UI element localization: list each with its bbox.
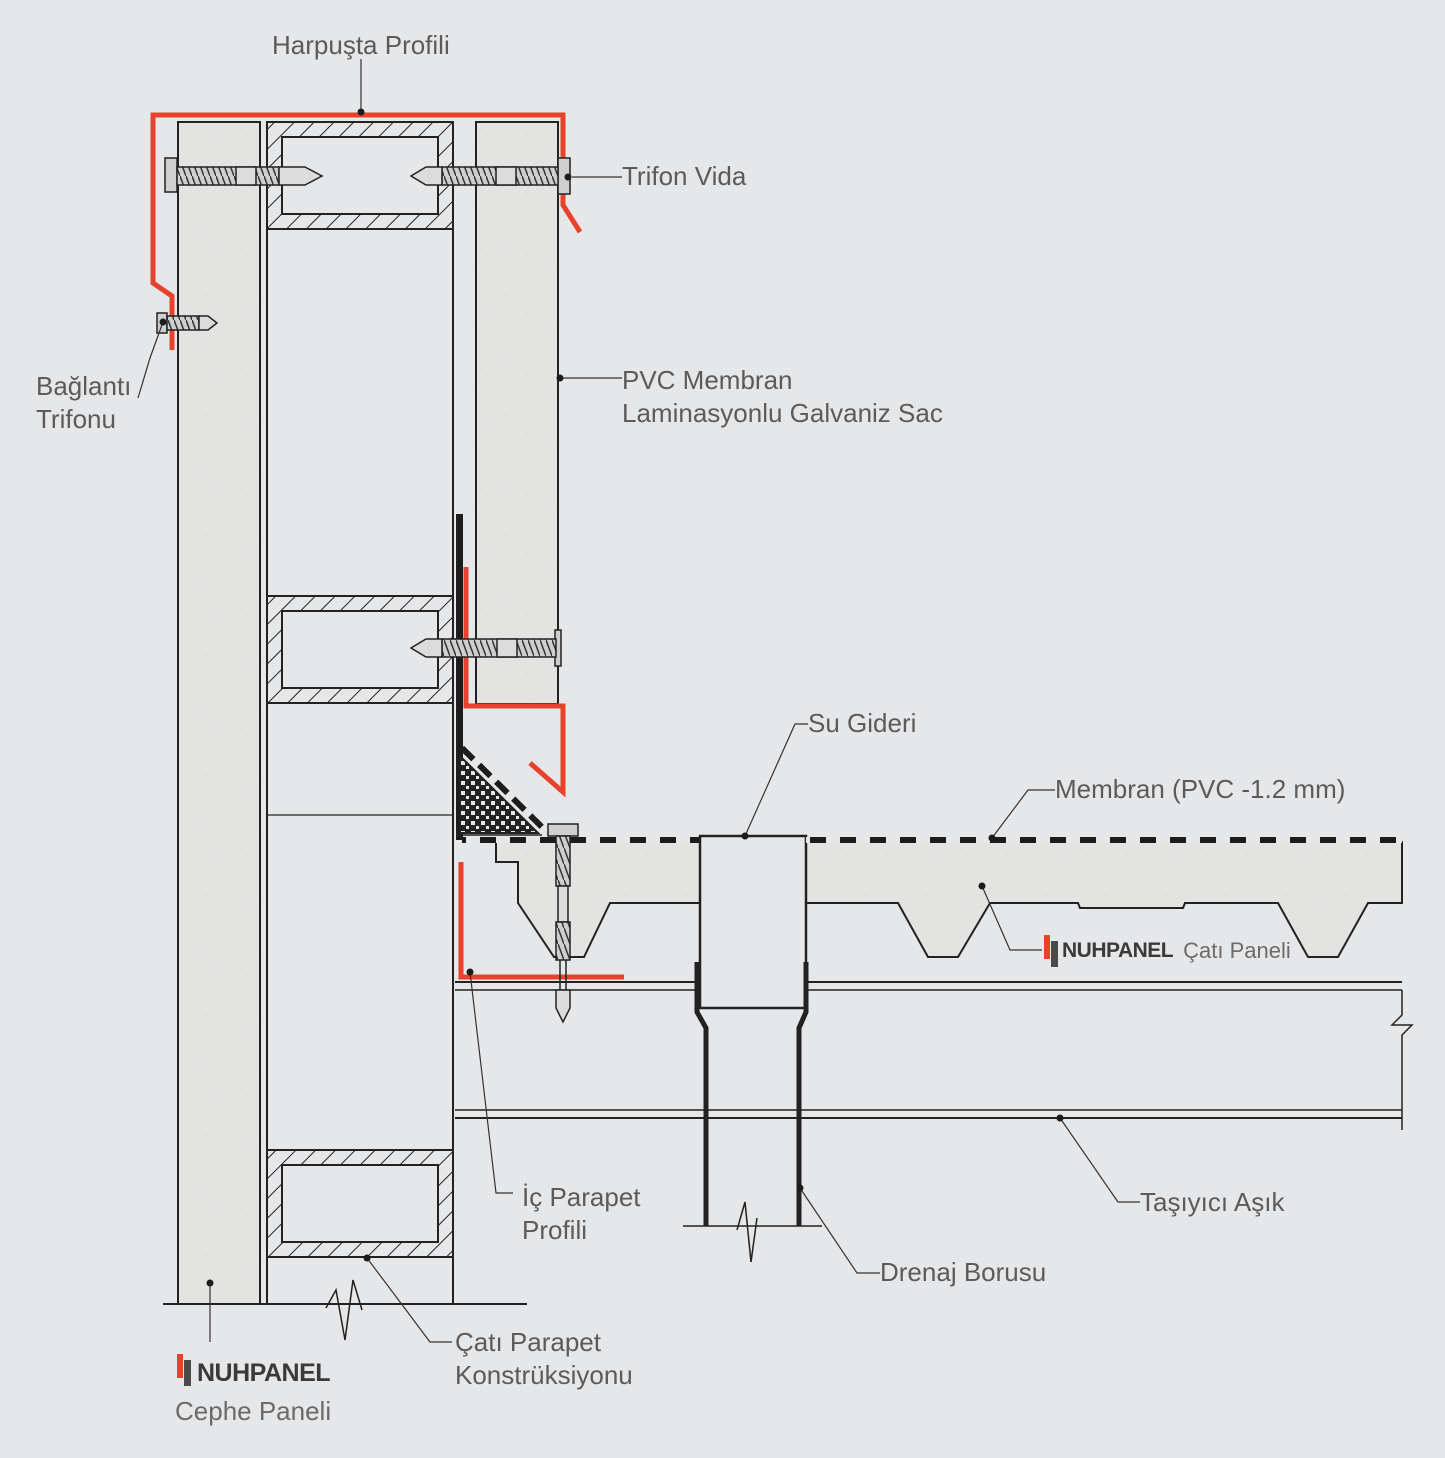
label-cephe-paneli: Cephe Paneli <box>175 1396 332 1426</box>
screw-roof-vertical <box>547 823 579 1024</box>
brand-name: NUHPANEL <box>197 1358 331 1387</box>
parapet-construction <box>163 121 527 1341</box>
leader-lines <box>137 59 1140 1343</box>
screw-middle <box>409 629 562 667</box>
label-baglanti-trifonu: Bağlantı Trifonu <box>36 371 132 434</box>
inner-parapet-panel <box>475 121 559 705</box>
pvc-membrane <box>456 514 1402 843</box>
inner-upper-red-profile <box>463 567 566 798</box>
label-su-gideri: Su Gideri <box>808 708 917 738</box>
label-cati-parapet-konstruksiyonu: Çatı Parapet Konstrüksiyonu <box>455 1327 633 1390</box>
drain-assembly <box>683 834 822 1263</box>
label-ic-parapet-profili: İç Parapet Profili <box>522 1182 641 1245</box>
label-membran: Membran (PVC -1.2 mm) <box>1055 774 1346 804</box>
inner-parapet-profile <box>458 862 624 980</box>
nuhpanel-logo-icon <box>177 1354 193 1392</box>
brand-name: NUHPANEL <box>1062 939 1174 962</box>
brand-product: Çatı Paneli <box>1183 938 1291 963</box>
label-drenaj-borusu: Drenaj Borusu <box>880 1257 1047 1287</box>
label-pvc-membran-sac: PVC Membran Laminasyonlu Galvaniz Sac <box>622 365 943 428</box>
facade-panel <box>177 121 261 1305</box>
screw-top-left <box>164 157 324 193</box>
brand-roof-panel: NUHPANEL Çatı Paneli <box>1044 935 1291 967</box>
label-tasiyici-asik: Taşıyıcı Aşık <box>1140 1187 1285 1217</box>
leader-dots <box>159 108 1064 1287</box>
label-harpusta-profili: Harpuşta Profili <box>272 30 450 60</box>
screw-top-right <box>409 157 571 195</box>
nuhpanel-logo-icon <box>1044 935 1058 967</box>
label-trifon-vida: Trifon Vida <box>622 161 747 191</box>
brand-facade-panel: NUHPANEL <box>177 1354 331 1392</box>
purlin <box>455 981 1414 1130</box>
harpusta-profile <box>150 112 583 350</box>
